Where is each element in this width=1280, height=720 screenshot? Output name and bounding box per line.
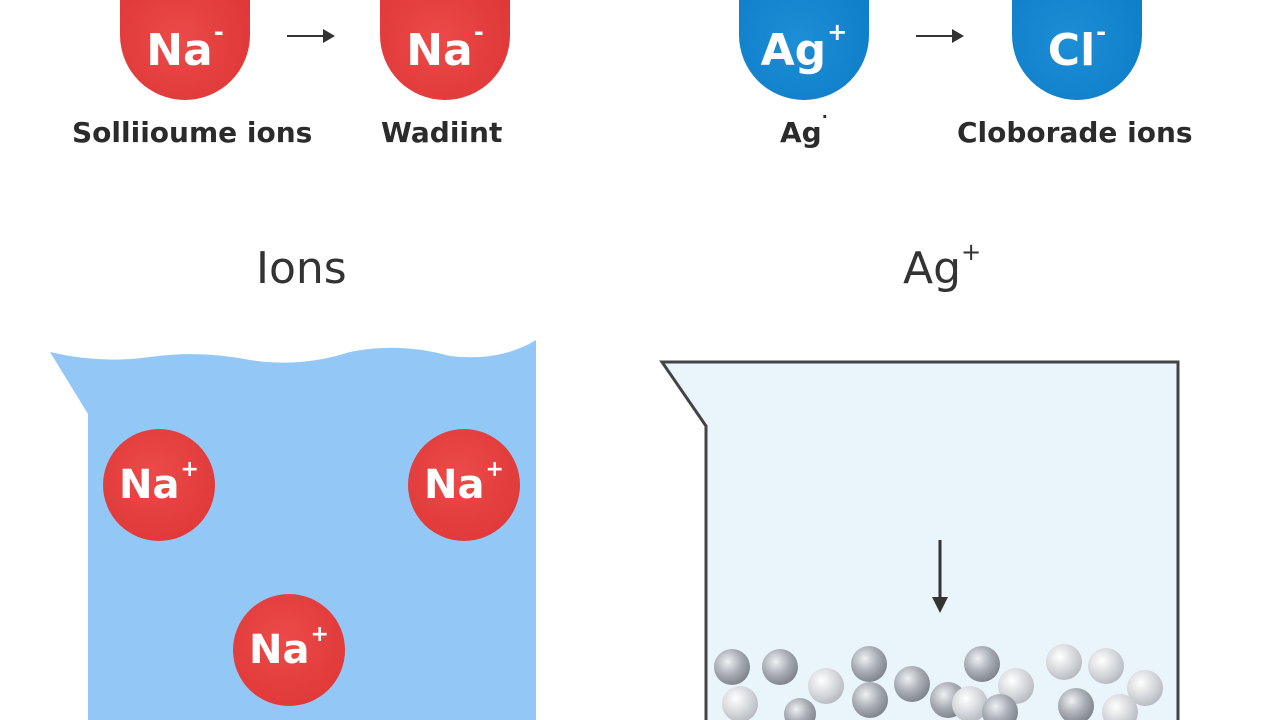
precipitate-particle: [784, 698, 816, 720]
precipitate-particle: [894, 666, 930, 702]
sodium-ion-top-2: Na-: [380, 0, 510, 100]
precipitate-particle: [998, 668, 1034, 704]
label-right-1: Ag·: [780, 106, 828, 149]
precipitate-particle: [952, 686, 988, 720]
precipitate-particle: [1046, 644, 1082, 680]
precipitate-particle: [1058, 688, 1094, 720]
reaction-arrow-right: [916, 29, 964, 43]
precipitate-particle: [808, 668, 844, 704]
beaker-right-fill: [662, 362, 1178, 720]
precipitate-particle: [722, 686, 758, 720]
sodium-ion-top-1: Na-: [120, 0, 250, 100]
precipitate-particle: [1102, 694, 1138, 720]
precipitate-particle: [1088, 648, 1124, 684]
beaker-right-outline: [659, 360, 1180, 720]
chloride-ion-top: Cl-: [1012, 0, 1142, 100]
falling-arrow-head: [932, 597, 948, 613]
label-right-2: Cloborade ions: [957, 116, 1193, 149]
precipitate-particle: [714, 649, 750, 685]
precipitate-particle: [982, 694, 1018, 720]
precipitate-particle: [762, 649, 798, 685]
silver-ion-top: Ag+: [739, 0, 869, 100]
reaction-arrow-left: [287, 29, 335, 43]
label-left-2: Wadiint: [381, 116, 503, 149]
precipitate-particle: [851, 646, 887, 682]
label-left-1: Solliioume ions: [72, 116, 313, 149]
sodium-ion-solution-1: Na+: [103, 429, 215, 541]
precipitate-particle: [964, 646, 1000, 682]
sodium-ion-solution-3: Na+: [233, 594, 345, 706]
heading-ions: Ions: [256, 243, 347, 294]
sodium-ion-solution-2: Na+: [408, 429, 520, 541]
precipitate-particles: [714, 644, 1163, 720]
heading-silver: Ag+: [903, 238, 982, 294]
precipitate-particle: [852, 682, 888, 718]
precipitate-particle: [1127, 670, 1163, 706]
